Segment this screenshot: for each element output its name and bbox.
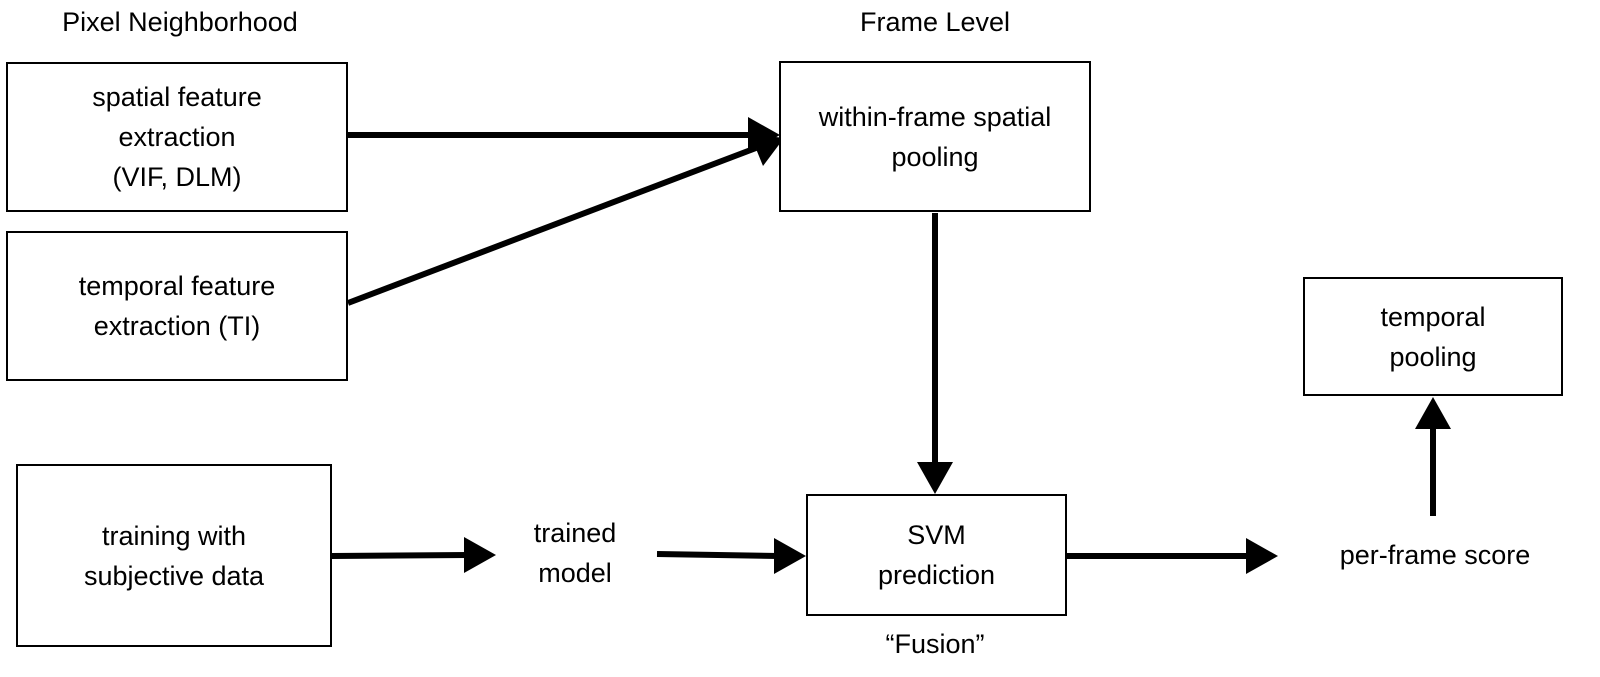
within-frame-spatial-pooling-label: within-frame spatial pooling xyxy=(818,101,1052,172)
fusion-label: “Fusion” xyxy=(885,629,985,659)
frame-level-heading: Frame Level xyxy=(859,7,1011,37)
temporal-feature-extraction-box: temporal feature extraction (TI) xyxy=(6,231,348,381)
arrowhead-pooling-to-svm xyxy=(917,462,953,494)
arrowhead-model-to-svm xyxy=(774,538,806,574)
temporal-pooling-label: temporal pooling xyxy=(1380,301,1486,372)
spatial-feature-extraction-box: spatial feature extraction (VIF, DLM) xyxy=(6,62,348,212)
arrowhead-score-to-temporal-pooling xyxy=(1415,397,1451,429)
arrowhead-temporal-to-pooling xyxy=(750,134,784,166)
within-frame-spatial-pooling-box: within-frame spatial pooling xyxy=(779,61,1091,212)
arrow-training-to-model xyxy=(331,552,469,559)
arrow-temporal-to-pooling xyxy=(346,145,758,306)
svm-prediction-label: SVM prediction xyxy=(877,520,996,590)
training-label: training with subjective data xyxy=(83,520,265,591)
training-box: training with subjective data xyxy=(16,464,332,647)
trained-model-label: trained model xyxy=(533,518,617,588)
temporal-pooling-box: temporal pooling xyxy=(1303,277,1563,396)
arrow-model-to-svm xyxy=(656,551,779,559)
arrowhead-training-to-model xyxy=(464,537,496,573)
per-frame-score-label: per-frame score xyxy=(1339,540,1531,570)
arrowhead-svm-to-score xyxy=(1246,538,1278,574)
svm-prediction-box: SVM prediction xyxy=(806,494,1067,616)
pixel-neighborhood-heading: Pixel Neighborhood xyxy=(62,7,298,37)
temporal-feature-extraction-label: temporal feature extraction (TI) xyxy=(78,271,276,341)
spatial-feature-extraction-label: spatial feature extraction (VIF, DLM) xyxy=(92,82,262,192)
